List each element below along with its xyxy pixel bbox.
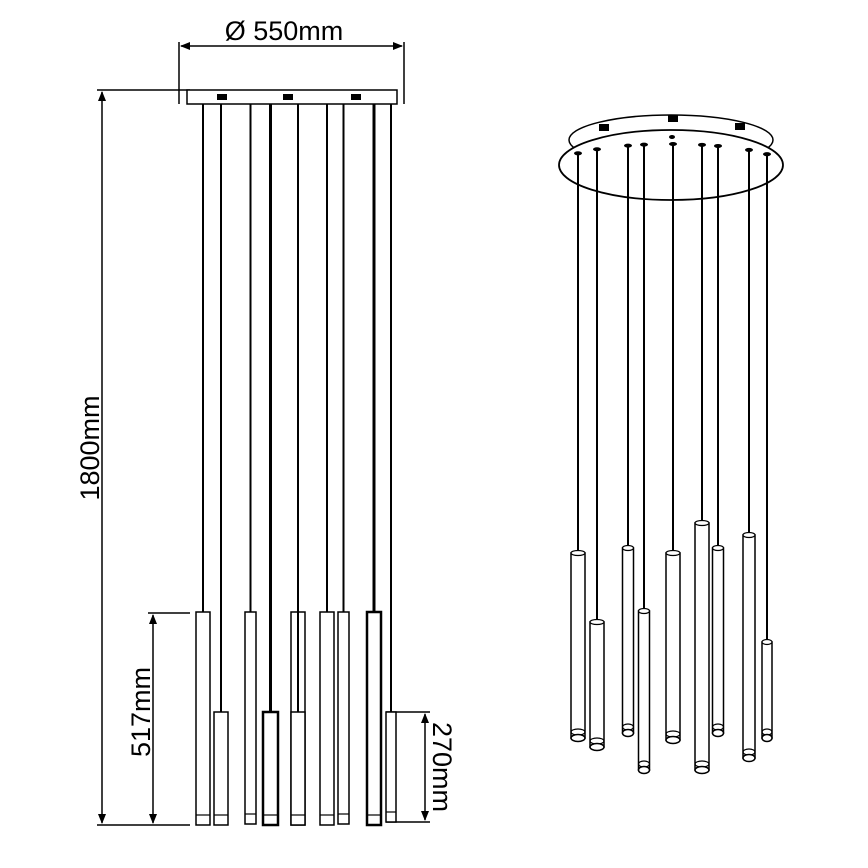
pendant-tube [261,710,280,827]
pendant-tube [665,552,681,741]
pendant [385,104,397,823]
pendant-tube [365,610,383,827]
pendant-tube [290,711,306,826]
tube-bottom [742,753,756,763]
pendant [570,151,586,743]
tube-bottom [570,733,586,743]
pendant [337,104,350,825]
canopy-mount-pad [217,94,227,100]
tube-top [637,607,651,615]
pendant-tube [589,621,605,748]
tube-bottom [637,765,651,775]
pendant [742,147,756,763]
pendant-tube [621,547,635,734]
tube-bottom [665,735,681,745]
front-elevation [186,89,398,827]
tube-bottom [711,728,725,738]
tube-top [665,549,681,557]
pendant-tube [244,611,257,825]
tube-top [589,618,605,626]
pendant [637,142,651,775]
pendant-tube [637,610,651,771]
height-label: 1800mm [75,395,105,500]
height-dimension: 1800mm [75,89,190,826]
pendant [694,142,710,775]
tube-top [742,531,756,539]
canopy-mount-pad [735,123,745,130]
canopy-mount-pad [351,94,361,100]
tube-bottom [589,742,605,752]
short-pendant-dimension: 270mm [386,711,457,823]
pendant [589,147,605,752]
tube-top [570,549,586,557]
canopy-mount-pad [283,94,293,100]
diameter-label: Ø 550mm [225,16,344,46]
pendant-tube [711,547,725,734]
canopy-mount-pad [599,124,609,131]
pendant-tube [761,641,773,739]
tube-bottom [621,728,635,738]
tube-top [711,544,725,552]
canopy-mount-pad [668,115,678,122]
pendant [761,152,773,743]
pendant-tube [742,534,756,759]
long-pendant-dimension: 517mm [126,612,190,824]
pendant [290,104,306,826]
pendant-tube [195,611,211,826]
diameter-dimension: Ø 550mm [178,16,405,104]
tube-top [761,638,773,646]
long-pendant-label: 517mm [126,667,156,757]
pendant-tube [570,552,586,739]
pendant [365,104,383,827]
pendant [665,142,681,745]
pendant [213,104,229,826]
pendant-tube [337,611,350,825]
pendant-tube [385,711,397,823]
pendant [621,143,635,738]
pendant [261,104,280,827]
tube-top [694,519,710,527]
canopy-plate [558,129,784,201]
short-pendant-label: 270mm [427,722,457,812]
tube-bottom [761,733,773,743]
tube-top [621,544,635,552]
pendant [711,143,725,738]
perspective-view [558,114,784,775]
pendant [319,104,335,826]
pendant [195,104,211,826]
pendant [244,104,257,825]
pendant-tube [213,711,229,826]
pendant-tube [694,522,710,771]
canopy-center-point [669,135,675,139]
tube-bottom [694,765,710,775]
pendant-tube [319,611,335,826]
